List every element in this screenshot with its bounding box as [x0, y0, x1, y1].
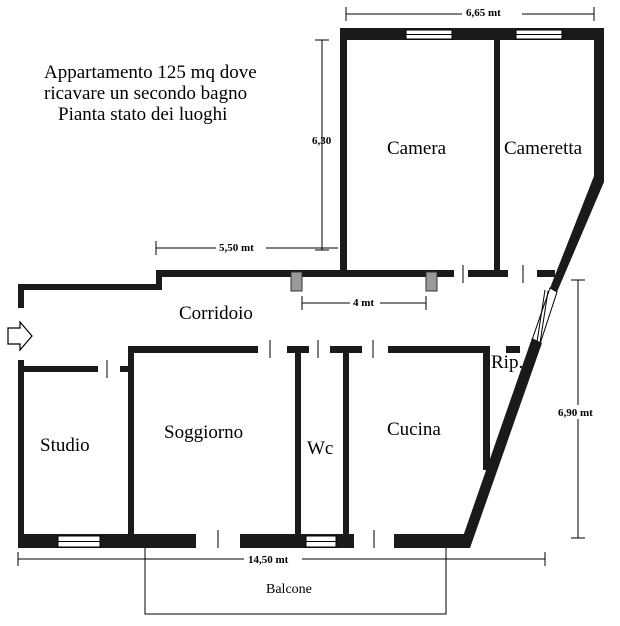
wall-soggiorno-wc [295, 346, 301, 548]
wall-top [340, 28, 604, 40]
title-line-2: ricavare un secondo bagno [44, 83, 248, 104]
top-windows [405, 29, 563, 40]
wall-bottom-mid [240, 534, 354, 548]
room-cameretta: Cameretta [504, 138, 583, 159]
wall-corridor-top-right [537, 270, 555, 277]
room-ripostiglio: Rip. [491, 352, 523, 373]
wall-bottom-right [394, 534, 464, 548]
room-corridoio: Corridoio [179, 303, 253, 324]
corridor-top-walls [18, 270, 555, 292]
wall-corridor-step [156, 270, 162, 290]
title-line-3: Pianta stato dei luoghi [58, 104, 228, 125]
wall-left-upper [18, 284, 24, 308]
dim-height-right: 6,90 mt [558, 407, 593, 419]
wall-corridor-top-left [18, 284, 162, 290]
pillar-left [290, 271, 303, 292]
plan-title: Appartamento 125 mq dove ricavare un sec… [28, 62, 308, 125]
dim-total-width: 14,50 mt [248, 554, 289, 566]
wall-diagonal-upper [550, 176, 604, 292]
room-studio: Studio [40, 435, 90, 456]
room-soggiorno: Soggiorno [164, 422, 243, 443]
wall-camera-cameretta [494, 38, 500, 276]
wall-camera-left [340, 28, 347, 275]
dim-corridor-length: 5,50 mt [219, 242, 254, 254]
pillar-right [425, 271, 438, 292]
room-wc: Wc [307, 438, 333, 459]
room-balcone: Balcone [266, 582, 312, 597]
dim-height-upper: 6,30 [312, 135, 332, 147]
wall-rip-top [506, 346, 520, 353]
door-marks [106, 265, 524, 378]
entrance-arrow-icon [7, 320, 33, 352]
window-diagonal-line-1 [536, 289, 546, 343]
dim-corridor-segment: 4 mt [353, 297, 374, 309]
room-cucina: Cucina [387, 419, 441, 440]
wall-wc-cucina [343, 346, 349, 548]
wall-diagonal-lower [459, 338, 542, 548]
wall-right-upper [594, 28, 604, 182]
wall-corridor-top-mid [468, 270, 508, 277]
wall-cucina-top [388, 346, 490, 353]
title-line-1: Appartamento 125 mq dove [44, 62, 257, 83]
wall-soggiorno-top [128, 346, 258, 353]
dim-width-top: 6,65 mt [466, 7, 501, 19]
balcone-outline [144, 548, 447, 615]
wall-bottom-left [18, 534, 196, 548]
window-diagonal-line-2 [539, 290, 549, 344]
lower-walls [18, 346, 520, 548]
wall-studio-soggiorno [128, 348, 134, 548]
wall-studio-top-stub [120, 366, 130, 372]
wall-corridor-top [156, 270, 454, 277]
wall-cucina-rip [483, 346, 490, 470]
wall-studio-top [18, 366, 98, 372]
bottom-walls [18, 530, 464, 548]
wall-left-lower [18, 360, 24, 548]
room-camera: Camera [387, 138, 447, 159]
